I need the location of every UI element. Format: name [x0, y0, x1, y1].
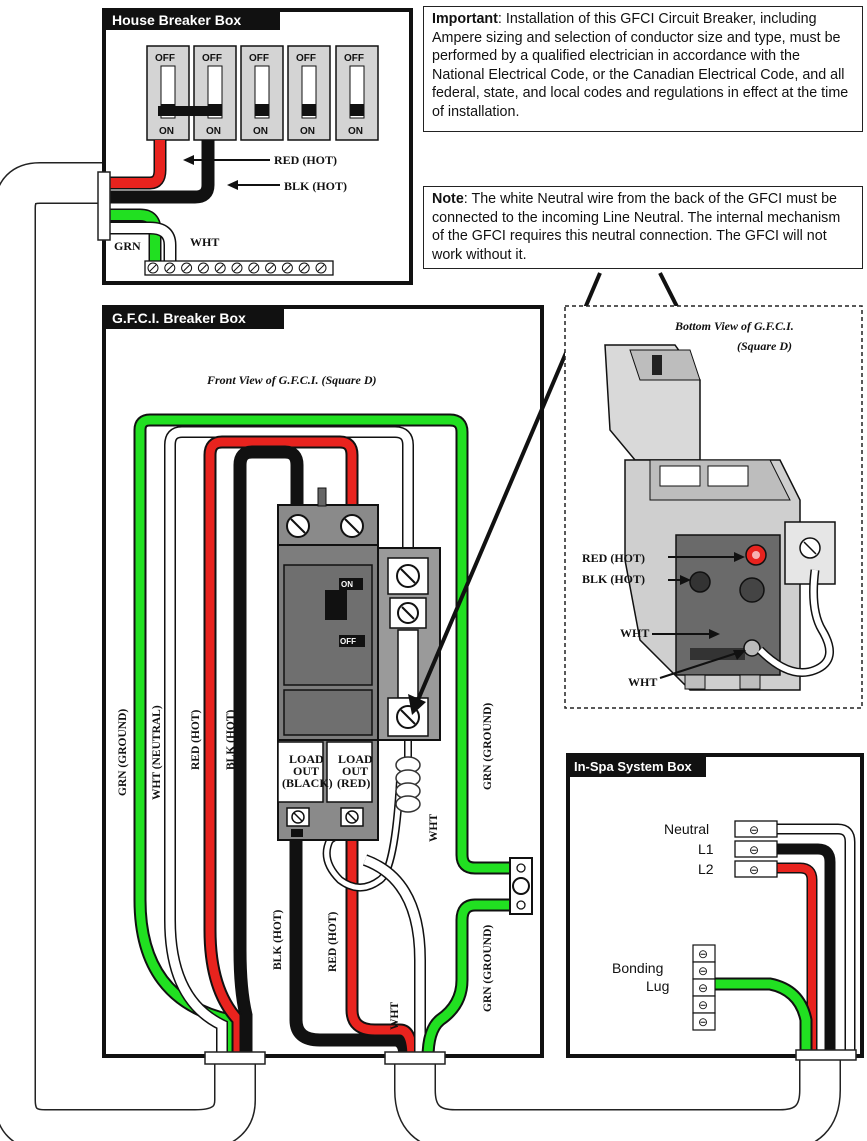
neutral-note-text: : The white Neutral wire from the back o… [432, 191, 841, 263]
spa-lug-label: Lug [646, 978, 669, 994]
spa-bonding-label: Bonding [612, 960, 663, 976]
breaker-toggle [350, 104, 364, 116]
breaker-on-label: ON [348, 126, 363, 137]
bottom-view-title-1: Bottom View of G.F.C.I. [674, 319, 794, 333]
svg-text:⊖: ⊖ [698, 947, 708, 961]
label-grn-ground-right: GRN (GROUND) [482, 703, 494, 790]
svg-text:⊖: ⊖ [749, 863, 759, 877]
spa-l1-label: L1 [698, 841, 714, 857]
label-blk-hot-out: BLK (HOT) [272, 909, 284, 970]
label-red-hot-in: RED (HOT) [190, 709, 202, 770]
breaker-switch [335, 45, 379, 141]
breaker-on-label: ON [206, 126, 221, 137]
important-note-label: Important [432, 11, 498, 27]
label-grn-ground-out: GRN (GROUND) [482, 925, 494, 1012]
load-out-black-l3: (BLACK) [282, 776, 333, 790]
spa-l2-label: L2 [698, 861, 714, 877]
important-note-text: : Installation of this GFCI Circuit Brea… [432, 11, 849, 120]
breaker-off-label: OFF [202, 53, 222, 64]
svg-text:⊖: ⊖ [749, 843, 759, 857]
breaker-on-label: ON [253, 126, 268, 137]
front-view-caption: Front View of G.F.C.I. (Square D) [206, 373, 376, 387]
bonding-lug-slot [692, 1012, 716, 1031]
load-out-red-l2: OUT [342, 764, 368, 778]
gfci-box-title: G.F.C.I. Breaker Box [112, 310, 246, 326]
breaker-on-label: ON [159, 126, 174, 137]
gfci-on-label: ON [341, 580, 353, 589]
label-wht-out: WHT [389, 1002, 401, 1030]
bonding-lug: ⊖ ⊖ ⊖ ⊖ ⊖ [692, 944, 716, 1031]
label-grn-ground-left: GRN (GROUND) [117, 709, 129, 796]
neutral-note: Note: The white Neutral wire from the ba… [423, 186, 863, 269]
svg-text:⊖: ⊖ [698, 1015, 708, 1029]
important-note: Important: Installation of this GFCI Cir… [423, 6, 863, 132]
label-blk-hot-in: BLK (HOT) [225, 709, 237, 770]
breaker-toggle [302, 104, 316, 116]
bottom-view-panel: Bottom View of G.F.C.I. (Square D) RED (… [564, 305, 863, 709]
svg-text:⊖: ⊖ [698, 981, 708, 995]
house-box-title: House Breaker Box [112, 12, 241, 28]
in-spa-system-box: In-Spa System Box ⊖ ⊖ ⊖ Neutral L1 L2 ⊖⊖… [566, 753, 864, 1061]
bottom-wht-label-1: WHT [620, 626, 649, 640]
label-wht-neutral: WHT (NEUTRAL) [151, 705, 163, 800]
house-wht-label: WHT [190, 235, 219, 249]
conduit-loops [0, 162, 841, 1141]
breaker-off-label: OFF [249, 53, 269, 64]
breaker-tie-bar [158, 106, 220, 116]
breaker-off-label: OFF [155, 53, 175, 64]
svg-text:⊖: ⊖ [698, 964, 708, 978]
house-breaker-box: House Breaker Box OFFONOFFONOFFONOFFONOF… [97, 8, 413, 285]
neutral-note-label: Note [432, 191, 464, 207]
bottom-red-label: RED (HOT) [582, 551, 645, 565]
spa-neutral-label: Neutral [664, 821, 709, 837]
gfci-off-label: OFF [340, 637, 356, 646]
svg-text:⊖: ⊖ [749, 823, 759, 837]
house-red-label: RED (HOT) [274, 153, 337, 167]
house-blk-label: BLK (HOT) [284, 179, 347, 193]
label-red-hot-out: RED (HOT) [327, 911, 339, 972]
load-out-black-l2: OUT [293, 764, 319, 778]
breaker-on-label: ON [300, 126, 315, 137]
breaker-off-label: OFF [344, 53, 364, 64]
spa-box-title: In-Spa System Box [574, 759, 693, 774]
svg-text:⊖: ⊖ [698, 998, 708, 1012]
breaker-off-label: OFF [296, 53, 316, 64]
breaker-toggle [255, 104, 269, 116]
neutral-ground-bus-bar [144, 260, 334, 276]
load-out-red-l1: LOAD [338, 752, 373, 766]
load-out-black-l1: LOAD [289, 752, 324, 766]
load-out-red-l3: (RED) [337, 776, 370, 790]
house-breakers: OFF ON OFF ON OFF ON OFF ON OFF ON [146, 45, 379, 141]
bottom-blk-label: BLK (HOT) [582, 572, 645, 586]
bottom-view-title-2: (Square D) [737, 339, 792, 353]
gfci-breaker: ON OFF LOAD OUT (BLACK) LOAD OUT (RED) [277, 487, 441, 841]
gfci-breaker-box: G.F.C.I. Breaker Box Front View of G.F.C… [102, 305, 544, 1065]
bottom-wht-label-2: WHT [628, 675, 657, 689]
label-wht-coil: WHT [428, 814, 440, 842]
house-grn-label: GRN [114, 239, 141, 253]
